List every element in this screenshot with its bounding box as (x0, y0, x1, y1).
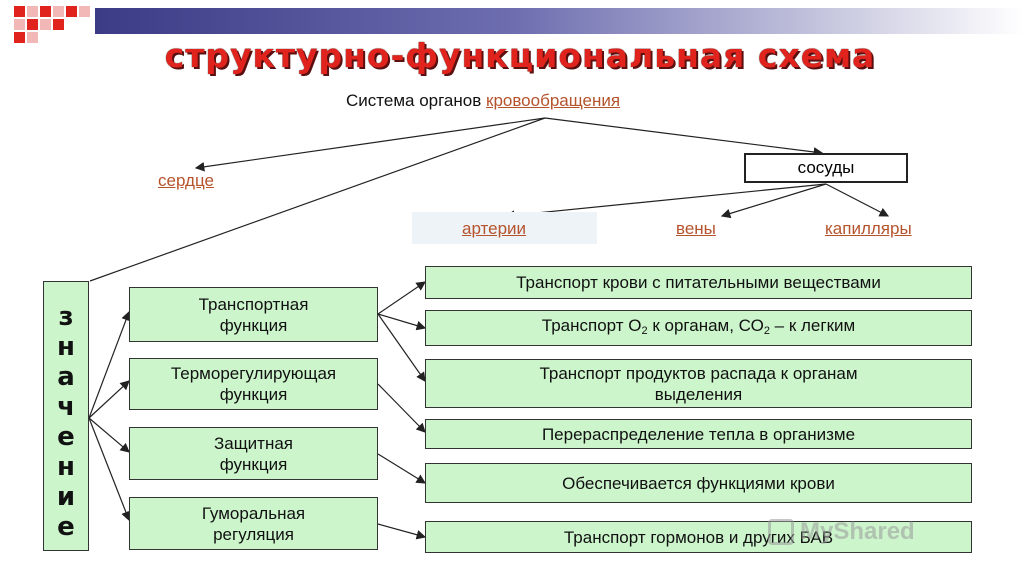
result-nutrients: Транспорт крови с питательными веществам… (425, 266, 972, 299)
function-line: регуляция (213, 524, 294, 544)
deco-square (14, 19, 25, 30)
meaning-letter: е (57, 422, 75, 452)
function-line: Защитная (213, 433, 294, 453)
arteries-link[interactable]: артерии (462, 219, 527, 238)
result-waste-transport: Транспорт продуктов распада к органам вы… (425, 359, 972, 408)
arteries-highlight (412, 212, 597, 244)
deco-square (14, 32, 25, 43)
deco-square (53, 19, 64, 30)
deco-square (40, 19, 51, 30)
watermark-text: MyShared (800, 518, 915, 545)
deco-square (27, 19, 38, 30)
function-transport: Транспортная функция (129, 287, 378, 342)
system-label: Система органов кровообращения (346, 91, 620, 111)
page-title: структурно-функциональная схема (164, 36, 876, 75)
meaning-letter: з (58, 302, 74, 332)
deco-square (27, 6, 38, 17)
result-text: Транспорт О2 к органам, СО2 – к легким (541, 315, 856, 337)
circulation-link[interactable]: кровообращения (486, 91, 621, 110)
deco-square (53, 6, 64, 17)
function-line: функция (219, 315, 288, 335)
meaning-letter: и (56, 482, 76, 512)
meaning-letter: н (57, 332, 75, 362)
function-protective: Защитная функция (129, 427, 378, 480)
meaning-letter: е (57, 512, 75, 542)
result-line: Транспорт продуктов распада к органам (539, 363, 858, 383)
function-line: функция (219, 454, 288, 474)
capillaries-link[interactable]: капилляры (825, 219, 912, 238)
function-line: функция (219, 385, 288, 404)
result-hormones: Транспорт гормонов и других БАВ (425, 521, 972, 553)
function-line: Гуморальная (201, 503, 306, 523)
result-heat: Перераспределение тепла в организме (425, 419, 972, 449)
watermark: MyShared (768, 512, 968, 552)
deco-square (66, 6, 77, 17)
veins-link[interactable]: вены (676, 219, 716, 238)
function-line: Транспортная (198, 294, 309, 314)
deco-square (79, 6, 90, 17)
meaning-letter: н (57, 452, 75, 482)
watermark-logo-icon (768, 519, 794, 545)
function-humoral: Гуморальная регуляция (129, 497, 378, 550)
meaning-letter: ч (57, 392, 75, 422)
header-gradient-bar (95, 8, 1024, 34)
system-prefix: Система органов (346, 91, 482, 110)
function-line: Терморегулирующая (170, 364, 337, 383)
result-blood-functions: Обеспечивается функциями крови (425, 463, 972, 503)
deco-square (27, 32, 38, 43)
deco-square (40, 6, 51, 17)
result-gas-transport: Транспорт О2 к органам, СО2 – к легким (425, 310, 972, 346)
function-thermoregulation: Терморегулирующая функция (129, 358, 378, 410)
meaning-bar: з н а ч е н и е (43, 281, 89, 551)
vessels-box: сосуды (744, 153, 908, 183)
heart-link[interactable]: сердце (158, 171, 214, 190)
deco-square (14, 6, 25, 17)
meaning-letter: а (57, 362, 75, 392)
result-line: выделения (654, 384, 743, 404)
